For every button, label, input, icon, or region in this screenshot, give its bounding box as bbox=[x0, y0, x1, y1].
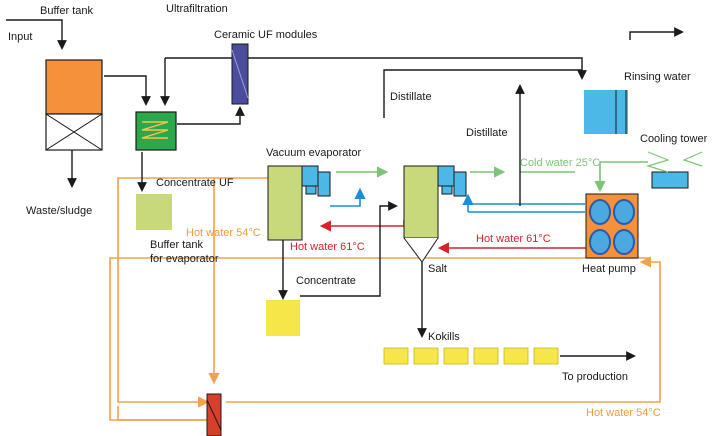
bottom-heat-exchanger bbox=[206, 393, 222, 436]
label-hot-water-61-b: Hot water 61°C bbox=[476, 233, 551, 245]
label-buffer-evap-2: for evaporator bbox=[150, 253, 219, 265]
label-vacuum-evaporator: Vacuum evaporator bbox=[266, 147, 362, 159]
cold-water-lines bbox=[336, 161, 648, 193]
label-cooling-tower: Cooling tower bbox=[640, 133, 708, 145]
heat-pump bbox=[585, 193, 639, 259]
label-input: Input bbox=[8, 31, 32, 43]
label-concentrate: Concentrate bbox=[296, 275, 356, 287]
label-distillate-1: Distillate bbox=[390, 91, 432, 103]
label-ceramic-uf: Ceramic UF modules bbox=[214, 29, 318, 41]
label-ultrafiltration: Ultrafiltration bbox=[166, 3, 228, 15]
label-distillate-2: Distillate bbox=[466, 127, 508, 139]
label-heat-pump: Heat pump bbox=[582, 263, 636, 275]
ceramic-uf-module bbox=[231, 43, 249, 105]
label-hot-water-61-a: Hot water 61°C bbox=[290, 241, 365, 253]
vacuum-evaporator bbox=[267, 165, 331, 241]
kokills bbox=[383, 347, 559, 365]
concentrate-tank bbox=[266, 300, 300, 336]
label-hot-water-54-b: Hot water 54°C bbox=[586, 407, 661, 419]
label-buffer-tank: Buffer tank bbox=[40, 5, 93, 17]
label-to-production: To production bbox=[562, 371, 628, 383]
second-evaporator bbox=[403, 165, 467, 263]
hot-water-54-loop bbox=[109, 177, 661, 421]
heat-exchanger bbox=[135, 111, 177, 151]
cooling-tower bbox=[645, 151, 703, 189]
label-kokills: Kokills bbox=[428, 331, 460, 343]
rinsing-water-tank bbox=[584, 90, 628, 134]
label-waste-sludge: Waste/sludge bbox=[26, 205, 92, 217]
process-lines bbox=[6, 19, 684, 361]
label-rinsing-water: Rinsing water bbox=[624, 71, 691, 83]
label-salt: Salt bbox=[428, 263, 447, 275]
label-cold-water: Cold water 25°C bbox=[520, 157, 600, 169]
label-buffer-evap-1: Buffer tank bbox=[150, 239, 203, 251]
buffer-tank-for-evaporator bbox=[136, 194, 172, 230]
buffer-tank bbox=[45, 59, 103, 151]
label-concentrate-uf: Concentrate UF bbox=[156, 177, 234, 189]
cooling-return-lines bbox=[330, 187, 585, 213]
label-hot-water-54-a: Hot water 54°C bbox=[186, 227, 261, 239]
